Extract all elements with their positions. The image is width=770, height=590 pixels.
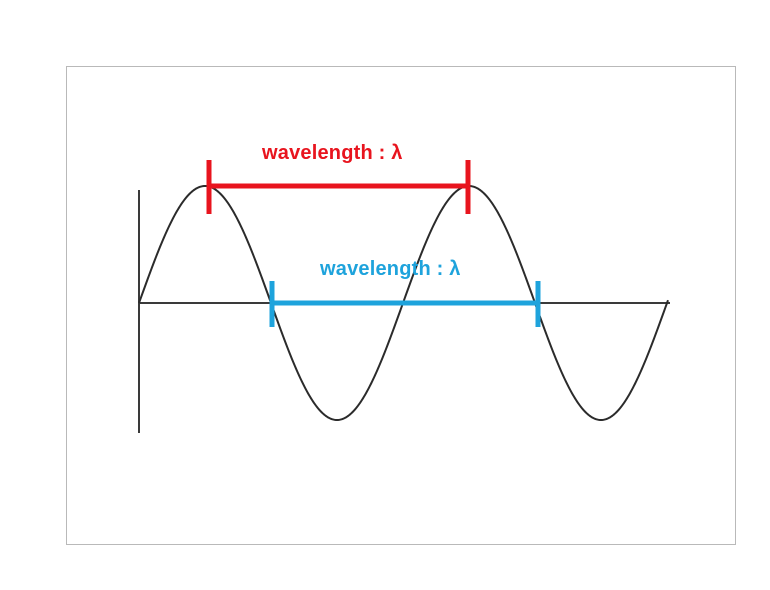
- node-wavelength-label: wavelength : λ: [320, 258, 461, 280]
- crest-wavelength-marker: [206, 160, 471, 214]
- crest-wavelength-label: wavelength : λ: [262, 142, 403, 164]
- node-wavelength-marker: [269, 281, 541, 327]
